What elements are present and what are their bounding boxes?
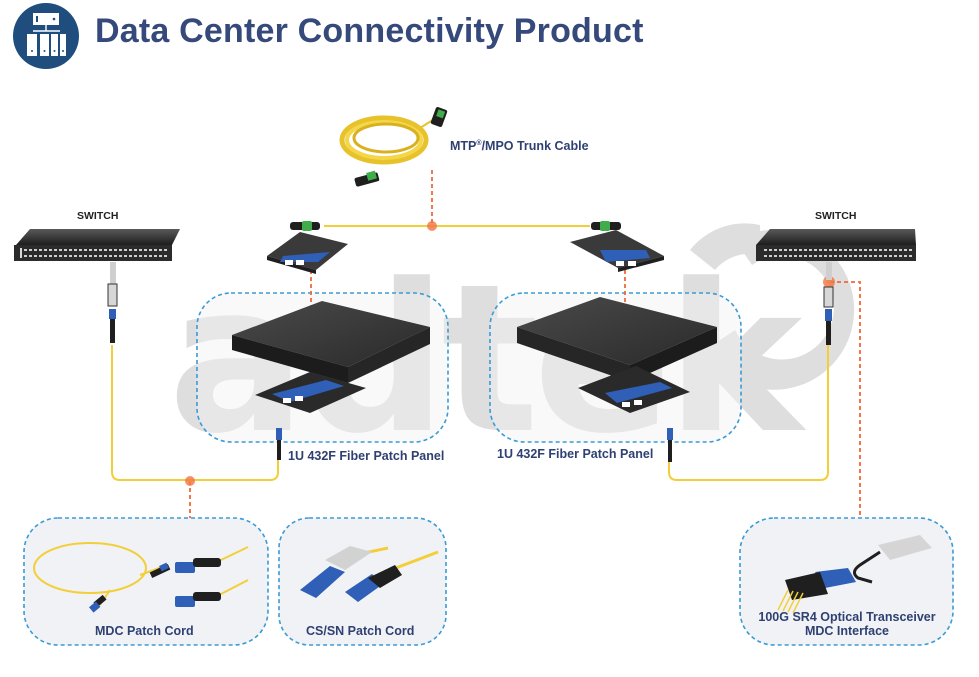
trunk-cable-label-rest: /MPO Trunk Cable bbox=[481, 139, 589, 153]
panel-right-label: 1U 432F Fiber Patch Panel bbox=[497, 447, 654, 461]
patch-panel-right-image bbox=[517, 297, 717, 413]
panel-left-label: 1U 432F Fiber Patch Panel bbox=[288, 449, 445, 463]
panel-plug-right bbox=[667, 428, 673, 462]
registered-mark: ® bbox=[476, 139, 482, 147]
transceiver-label-line2: MDC Interface bbox=[804, 624, 890, 638]
cssn-patch-cord-label: CS/SN Patch Cord bbox=[306, 624, 415, 638]
mdc-patch-cord-label: MDC Patch Cord bbox=[95, 624, 194, 638]
server-network-icon bbox=[13, 3, 79, 69]
mtp-trunk-cable-image bbox=[339, 107, 448, 187]
cassette-module-left bbox=[267, 232, 348, 274]
mdc-patch-cord-image bbox=[33, 542, 249, 613]
cssn-patch-cord-image bbox=[300, 546, 439, 602]
switch-left-image bbox=[14, 229, 180, 261]
transceiver-plug-right bbox=[823, 262, 834, 345]
patch-panel-left-image bbox=[232, 301, 430, 413]
trunk-cable-label: MTP®/MPO Trunk Cable bbox=[450, 139, 589, 153]
trunk-cable-label-main: MTP bbox=[450, 139, 477, 153]
panel-plug-left bbox=[276, 428, 282, 460]
mtp-connector-left bbox=[290, 221, 320, 231]
switch-right-image bbox=[756, 229, 916, 261]
transceiver-label-line1: 100G SR4 Optical Transceiver bbox=[758, 610, 936, 624]
switch-right-label: SWITCH bbox=[815, 210, 857, 222]
page-title: Data Center Connectivity Product bbox=[95, 12, 644, 50]
cassette-module-right bbox=[570, 230, 664, 272]
transceiver-label: 100G SR4 Optical Transceiver MDC Interfa… bbox=[742, 610, 952, 638]
group-box-mdc bbox=[23, 517, 269, 646]
sr4-transceiver-image bbox=[777, 535, 932, 614]
mtp-connector-right bbox=[591, 221, 621, 231]
fiber-cables bbox=[111, 225, 829, 481]
switch-left-label: SWITCH bbox=[77, 210, 119, 222]
callout-lines bbox=[189, 170, 861, 518]
transceiver-plug-left bbox=[107, 262, 118, 343]
